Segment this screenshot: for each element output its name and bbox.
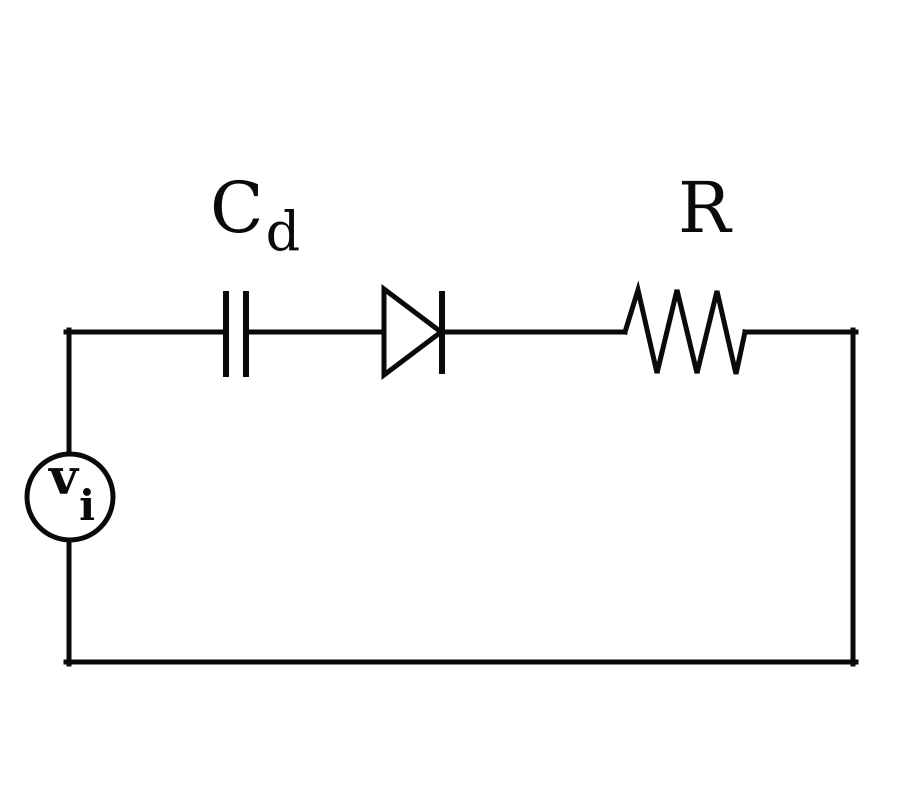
capacitor: [223, 291, 249, 377]
source-label-main: v: [48, 447, 80, 506]
circuit-loop-wires: [63, 327, 859, 667]
diode-triangle: [381, 283, 446, 381]
voltage-source: vi: [24, 447, 116, 543]
resistor-label: R: [678, 167, 733, 249]
voltage-source-label: vi: [48, 447, 95, 530]
capacitor-label-main: C: [210, 167, 264, 249]
resistor-zigzag: [621, 280, 748, 375]
capacitor-label: Cd: [210, 167, 300, 263]
resistor: [621, 280, 748, 375]
resistor-label-main: R: [678, 167, 733, 249]
source-label-subscript: i: [79, 481, 95, 530]
voltage-source-circle: [24, 451, 116, 543]
capacitor-label-subscript: d: [266, 200, 301, 263]
diode: [381, 283, 446, 381]
